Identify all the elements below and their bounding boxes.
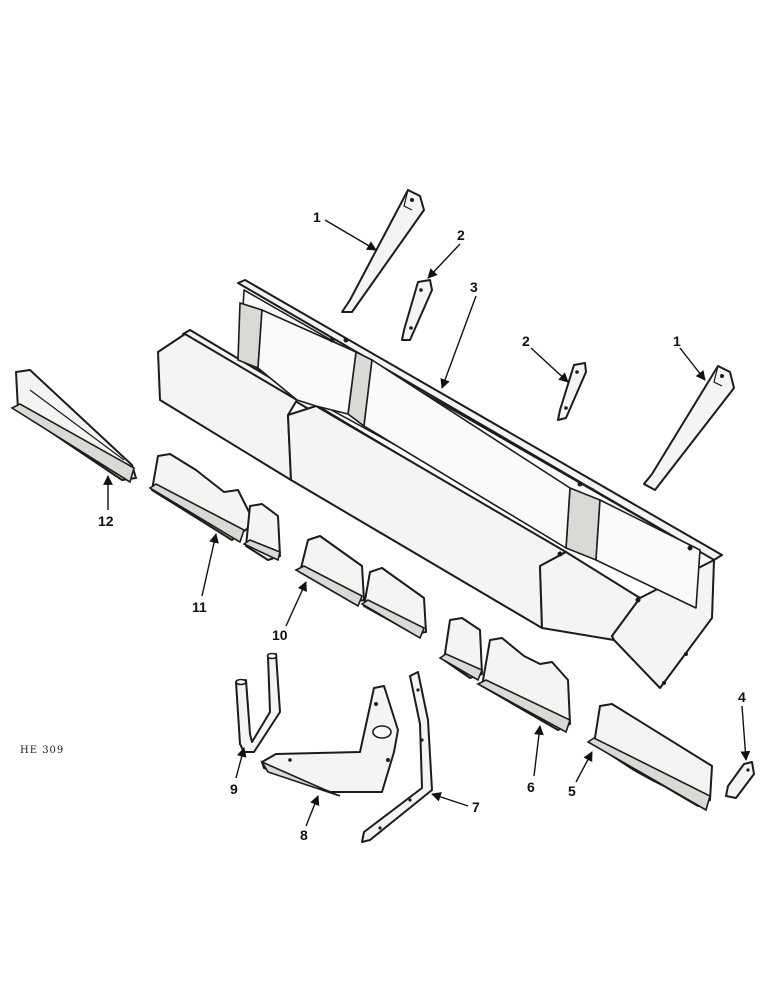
part-1-left xyxy=(341,189,425,313)
part-2-left xyxy=(401,279,433,341)
part-1-right xyxy=(643,365,735,491)
leader-lines xyxy=(103,219,751,827)
callout-9: 9 xyxy=(230,781,238,797)
callout-2-right: 2 xyxy=(522,333,530,349)
part-5 xyxy=(586,703,713,812)
callout-4: 4 xyxy=(738,689,746,705)
part-4 xyxy=(725,761,755,799)
part-12 xyxy=(10,369,137,484)
callout-labels: 1 2 3 2 1 12 11 10 6 5 4 9 8 7 xyxy=(98,209,746,843)
callout-5: 5 xyxy=(568,783,576,799)
callout-1-left: 1 xyxy=(313,209,321,225)
part-6 xyxy=(438,617,571,734)
trough-assembly xyxy=(157,279,723,689)
part-2-right xyxy=(557,362,587,421)
callout-7: 7 xyxy=(472,799,480,815)
callout-2-left: 2 xyxy=(457,227,465,243)
part-7 xyxy=(361,671,433,843)
callout-12: 12 xyxy=(98,513,114,529)
figure-code: HE 309 xyxy=(20,745,64,756)
part-11 xyxy=(148,453,281,562)
callout-1-right: 1 xyxy=(673,333,681,349)
callout-6: 6 xyxy=(527,779,535,795)
part-9 xyxy=(235,652,281,753)
part-10 xyxy=(294,535,427,640)
callout-8: 8 xyxy=(300,827,308,843)
callout-3: 3 xyxy=(470,279,478,295)
callout-10: 10 xyxy=(272,627,288,643)
part-8 xyxy=(260,685,399,797)
callout-11: 11 xyxy=(192,599,207,615)
